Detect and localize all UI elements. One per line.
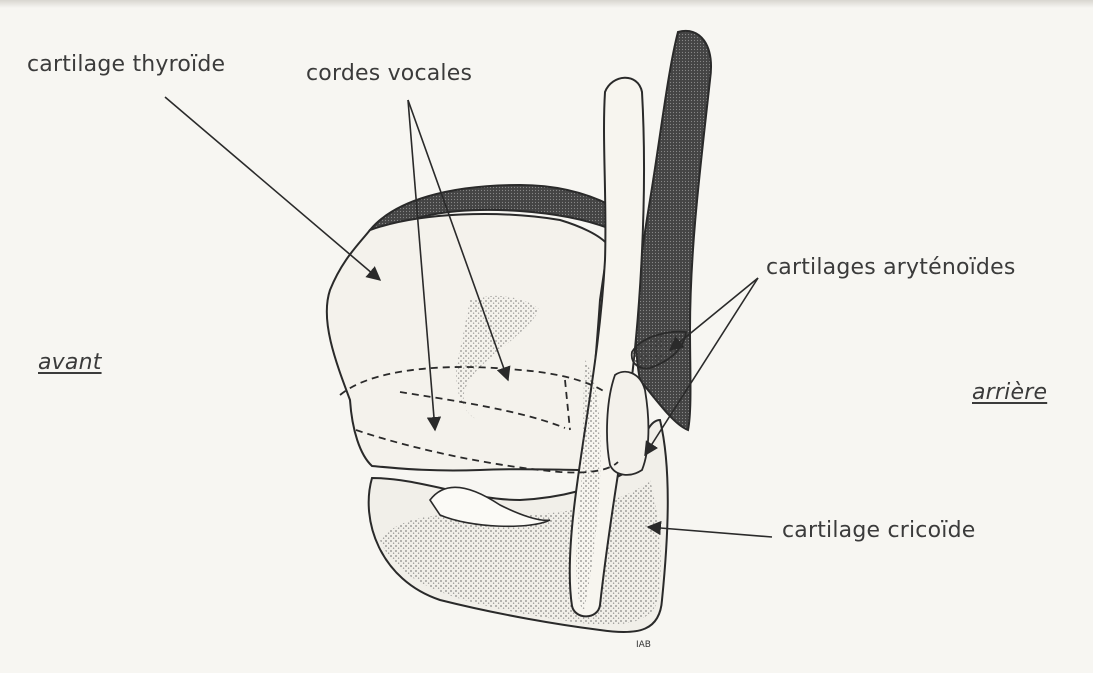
label-vocal-cords: cordes vocales	[306, 61, 472, 86]
label-back: arrière	[972, 380, 1047, 405]
label-front: avant	[38, 350, 102, 375]
label-cricoid-cartilage: cartilage cricoïde	[782, 518, 975, 543]
label-arytenoid-cartilages: cartilages aryténoïdes	[766, 255, 1016, 280]
label-thyroid-cartilage: cartilage thyroïde	[27, 52, 225, 77]
artist-signature: IAB	[636, 640, 651, 650]
arytenoid-cartilage-lower	[607, 372, 648, 475]
